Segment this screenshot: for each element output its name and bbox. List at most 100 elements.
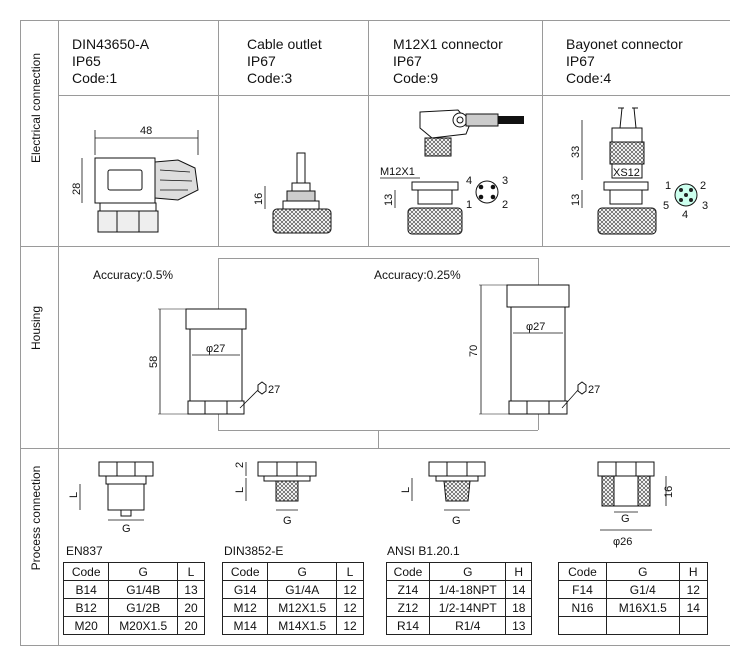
table-cell: 13 [505,616,532,635]
table-header: L [336,562,364,581]
table-header: Code [221,562,269,581]
table-cell: R1/4 [428,616,507,635]
housing-accuracy-left: Accuracy:0.5% [93,268,174,282]
process-standard-ansi: ANSI B1.20.1 [387,544,460,558]
housing-right-height: 70 [468,345,480,357]
process-standard-din3852: DIN3852-E [224,544,284,558]
connector-name: Bayonet connector [566,36,683,52]
m12-pin-3: 3 [502,175,508,187]
table-cell: 20 [177,616,205,635]
bayonet-pin-2: 2 [700,180,706,192]
connector-name: DIN43650-A [72,36,150,52]
table-cell: 18 [505,598,532,617]
table-cell: M16X1.5 [605,598,680,617]
table-cell: M14 [221,616,269,635]
din-dim-28: 28 [71,183,83,195]
bayonet-dim-13: 13 [570,194,582,206]
table-cell [605,616,680,635]
table-cell: 20 [177,598,205,617]
table-cell: M12 [221,598,269,617]
connector-ip: IP65 [72,53,101,69]
table-header: G [428,562,507,581]
table-cell [558,616,607,635]
bayonet-pin-4: 4 [682,209,688,221]
bayonet-pin-3: 3 [702,200,708,212]
table-cell: 12 [678,580,709,599]
table-cell: Z12 [386,598,430,617]
table-cell: M12X1.5 [267,598,338,617]
connector-heading-din: DIN43650-A IP65 Code:1 [72,36,149,87]
ansi-dim-l: L [400,487,412,493]
connector-code: Code:1 [72,70,118,86]
table-header: L [177,562,205,581]
table-cell: G14 [221,580,269,599]
housing-accuracy-right: Accuracy:0.25% [374,268,461,282]
female-dim-16: 16 [663,486,675,498]
connector-ip: IP67 [393,53,422,69]
female-dim-g: G [621,513,630,525]
table-cell: N16 [558,598,607,617]
cable-dim-16: 16 [253,193,265,205]
table-cell: M20X1.5 [108,616,179,635]
table-header: G [605,562,680,581]
table-header: Code [62,562,110,581]
table-header: G [267,562,338,581]
table-cell: G1/4A [267,580,338,599]
housing-right-hex: 27 [588,384,600,396]
din3852-dim-g: G [283,515,292,527]
table-cell: G1/4B [108,580,179,599]
connector-name: M12X1 connector [393,36,503,52]
table-cell: G1/4 [605,580,680,599]
table-cell: Z14 [386,580,430,599]
m12-dim-13: 13 [383,194,395,206]
din3852-dim-l: L [234,487,246,493]
table-cell: 14 [678,598,709,617]
m12-pin-2: 2 [502,199,508,211]
din3852-dim-2: 2 [234,462,246,468]
table-cell: R14 [386,616,430,635]
table-header: H [505,562,532,581]
connector-code: Code:4 [566,70,612,86]
table-cell: G1/2B [108,598,179,617]
connector-heading-m12: M12X1 connector IP67 Code:9 [393,36,503,87]
table-header: H [678,562,709,581]
connector-ip: IP67 [566,53,595,69]
en837-dim-g: G [122,523,131,535]
m12-pin-1: 1 [466,199,472,211]
table-cell: 12 [336,580,364,599]
bayonet-pin-5: 5 [663,200,669,212]
table-cell: M14X1.5 [267,616,338,635]
bayonet-dim-33: 33 [570,146,582,158]
table-cell: M20 [62,616,110,635]
ansi-dim-g: G [452,515,461,527]
housing-right-dia: φ27 [526,321,545,333]
en837-dim-l: L [68,492,80,498]
table-cell: 12 [336,598,364,617]
housing-left-dia: φ27 [206,343,225,355]
table-cell: 14 [505,580,532,599]
table-cell: F14 [558,580,607,599]
connector-ip: IP67 [247,53,276,69]
table-cell: 1/2-14NPT [428,598,507,617]
connector-code: Code:9 [393,70,439,86]
m12-label: M12X1 [380,166,415,178]
table-cell: 13 [177,580,205,599]
connector-code: Code:3 [247,70,293,86]
m12-pin-4: 4 [466,175,472,187]
table-cell: 12 [336,616,364,635]
process-standard-en837: EN837 [66,544,103,558]
table-cell [678,616,709,635]
connector-heading-bayonet: Bayonet connector IP67 Code:4 [566,36,683,87]
connector-name: Cable outlet [247,36,322,52]
female-dim-26: φ26 [613,536,632,548]
